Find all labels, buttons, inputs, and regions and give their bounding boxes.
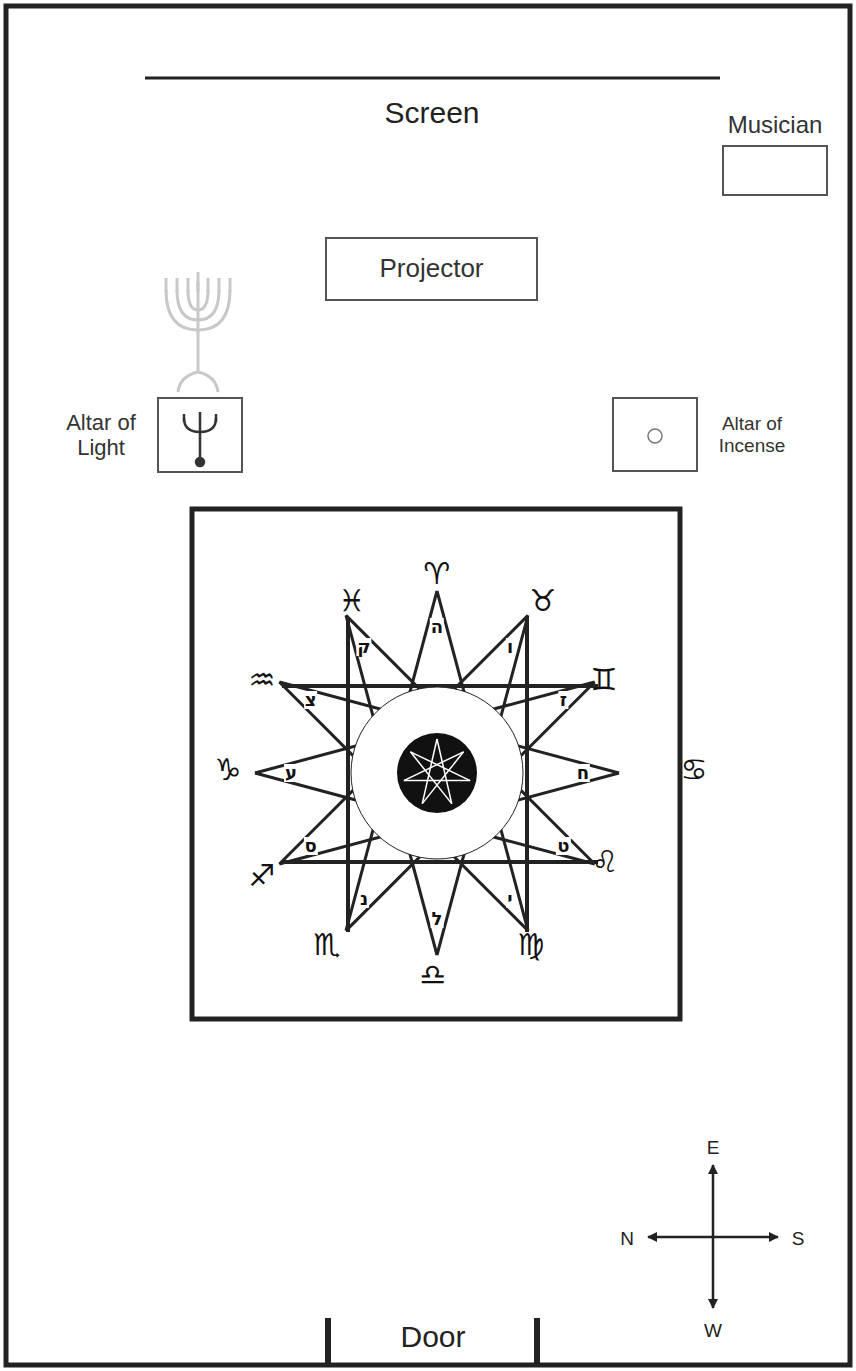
zodiac-sign: ♏ [314, 930, 341, 960]
compass-axis [648, 1236, 778, 1239]
hebrew-letter: ז [559, 691, 568, 709]
inner-circle [351, 687, 523, 859]
center-disc [397, 733, 477, 813]
zodiac-sign: ♈ [424, 559, 451, 589]
door-jamb [325, 1318, 331, 1366]
star-stroke [279, 682, 528, 931]
hebrew-letter: י [506, 890, 513, 908]
hebrew-letter: נ [359, 890, 369, 908]
hebrew-letter: ס [303, 837, 317, 855]
zodiac-sign: ♎ [420, 960, 447, 990]
zodiac-sign: ♍ [518, 930, 545, 960]
altar-box: Altar of Incense [612, 397, 698, 472]
musician-box: Musician [722, 145, 828, 196]
screen-line [145, 77, 720, 80]
compass-letter: W [704, 1321, 722, 1340]
zodiac-sign: ♉ [530, 586, 557, 616]
menorah [166, 272, 230, 392]
incense-bowl [648, 429, 662, 443]
node-label: Musician [728, 111, 823, 139]
hebrew-letter: ו [506, 638, 514, 656]
room-wall [6, 6, 850, 1365]
hebrew-letter: ח [576, 764, 590, 782]
hebrew-letter: ה [430, 618, 444, 636]
candlestick [184, 412, 216, 466]
screen-label: Screen [384, 98, 479, 128]
heptagram-stroke [410, 752, 470, 781]
hebrew-letter: ל [431, 910, 444, 928]
grid-lines [282, 618, 598, 932]
heptagram-stroke [404, 780, 470, 782]
diagram-frame [192, 509, 680, 1019]
heptagram [404, 739, 470, 804]
star-stroke [346, 682, 595, 931]
altar-box: Altar of Light [157, 397, 243, 473]
zodiac-sign: ♓ [339, 586, 366, 616]
zodiac-sign: ♌ [592, 847, 619, 877]
zodiac-sign: ♐ [249, 861, 276, 891]
compass-letter: N [620, 1229, 634, 1248]
door-jamb [534, 1318, 540, 1366]
door-label: Door [400, 1322, 465, 1352]
node-label: Altar of Incense [710, 413, 794, 457]
zodiac-star [255, 591, 619, 955]
star-stroke [279, 615, 528, 864]
node-label: Altar of Light [55, 410, 147, 461]
hebrew-letter: צ [304, 691, 318, 709]
hebrew-letter: ק [356, 638, 371, 656]
node-label: Projector [379, 254, 483, 284]
compass-letter: S [792, 1229, 805, 1248]
heptagram-stroke [410, 752, 451, 804]
zodiac-sign: ♑ [215, 755, 242, 785]
star-stroke [346, 615, 595, 864]
zodiac-sign: ♒ [249, 665, 276, 695]
equipment-box: Projector [325, 237, 538, 301]
hebrew-letter: ע [284, 764, 298, 782]
heptagram-stroke [404, 752, 464, 781]
zodiac-sign: ♊ [591, 665, 618, 695]
zodiac-sign: ♋ [681, 755, 708, 785]
hebrew-letter: ט [556, 837, 570, 855]
compass-letter: E [707, 1138, 720, 1157]
